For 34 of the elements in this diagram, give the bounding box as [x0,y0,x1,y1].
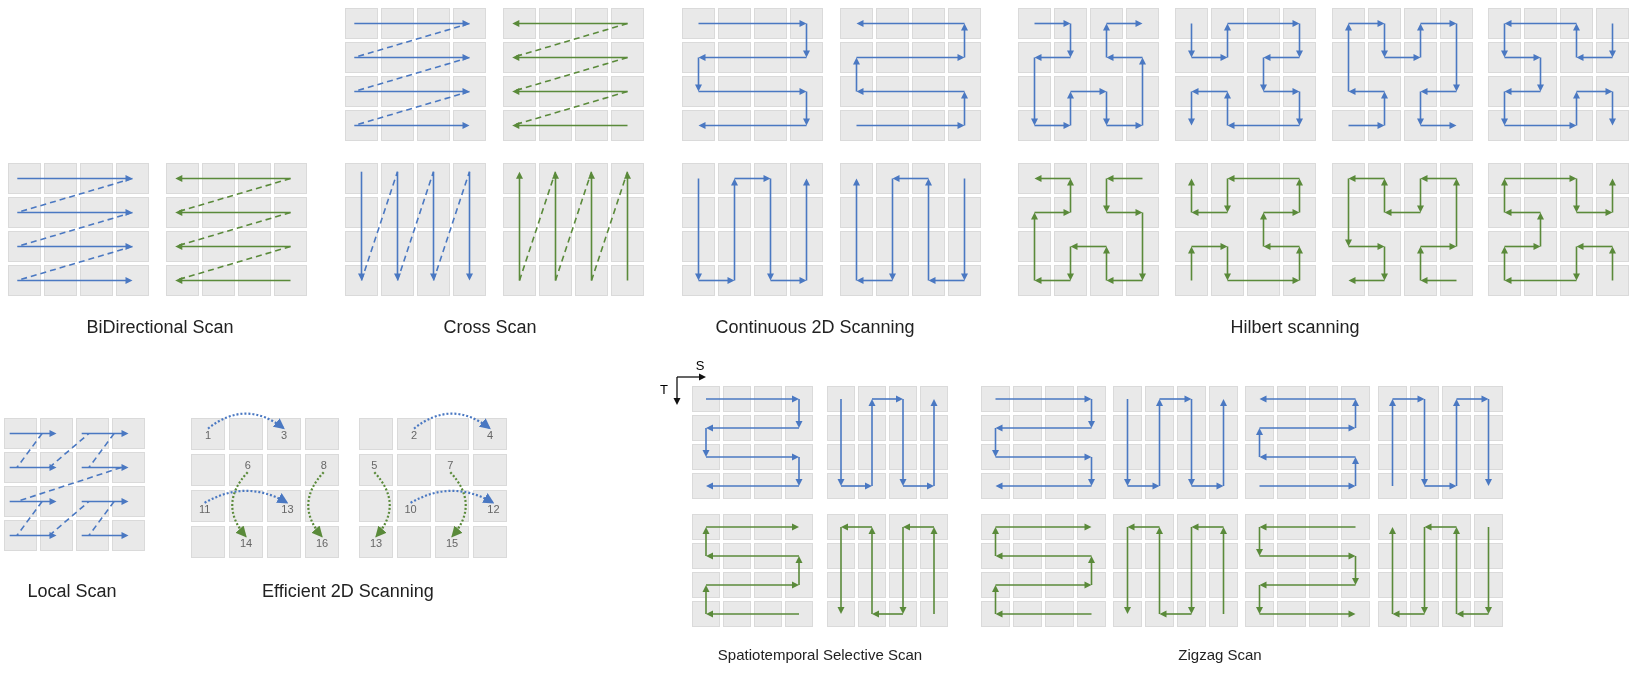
dotted-arc-arrow [373,471,391,538]
cell-number: 2 [406,428,422,443]
cell-number: 12 [485,502,502,517]
caption: Cross Scan [443,316,537,339]
cell-number: 3 [276,428,292,443]
axis-label: T [660,381,668,399]
axis-label: S [695,357,705,375]
caption: Local Scan [27,580,117,603]
dotted-arc-arrow [410,489,495,504]
cell-number: 1 [200,428,216,443]
cell-number: 13 [368,536,384,551]
caption: Hilbert scanning [1230,316,1360,339]
dotted-arc-arrow [207,412,285,430]
caption: Zigzag Scan [1178,645,1262,665]
cell-number: 7 [442,458,459,473]
cell-number: 14 [238,536,254,551]
dotted-arc-arrow [204,489,289,504]
cell-number: 11 [196,502,213,517]
caption: Spatiotemporal Selective Scan [717,645,923,665]
caption: Efficient 2D Scanning [262,580,434,603]
dotted-arc-arrow [413,412,491,430]
cell-number: 15 [444,536,460,551]
dotted-arc-arrow [231,471,249,538]
cell-number: 5 [366,458,383,473]
cell-number: 16 [314,536,330,551]
dotted-arc-arrow [449,471,467,538]
cell-number: 8 [315,458,332,473]
caption: Continuous 2D Scanning [715,316,915,339]
cell-number: 10 [402,502,419,517]
cell-number: 13 [279,502,296,517]
caption: BiDirectional Scan [86,316,234,339]
cell-number: 4 [482,428,498,443]
cell-number: 6 [239,458,256,473]
dotted-arc-arrow [307,471,325,538]
